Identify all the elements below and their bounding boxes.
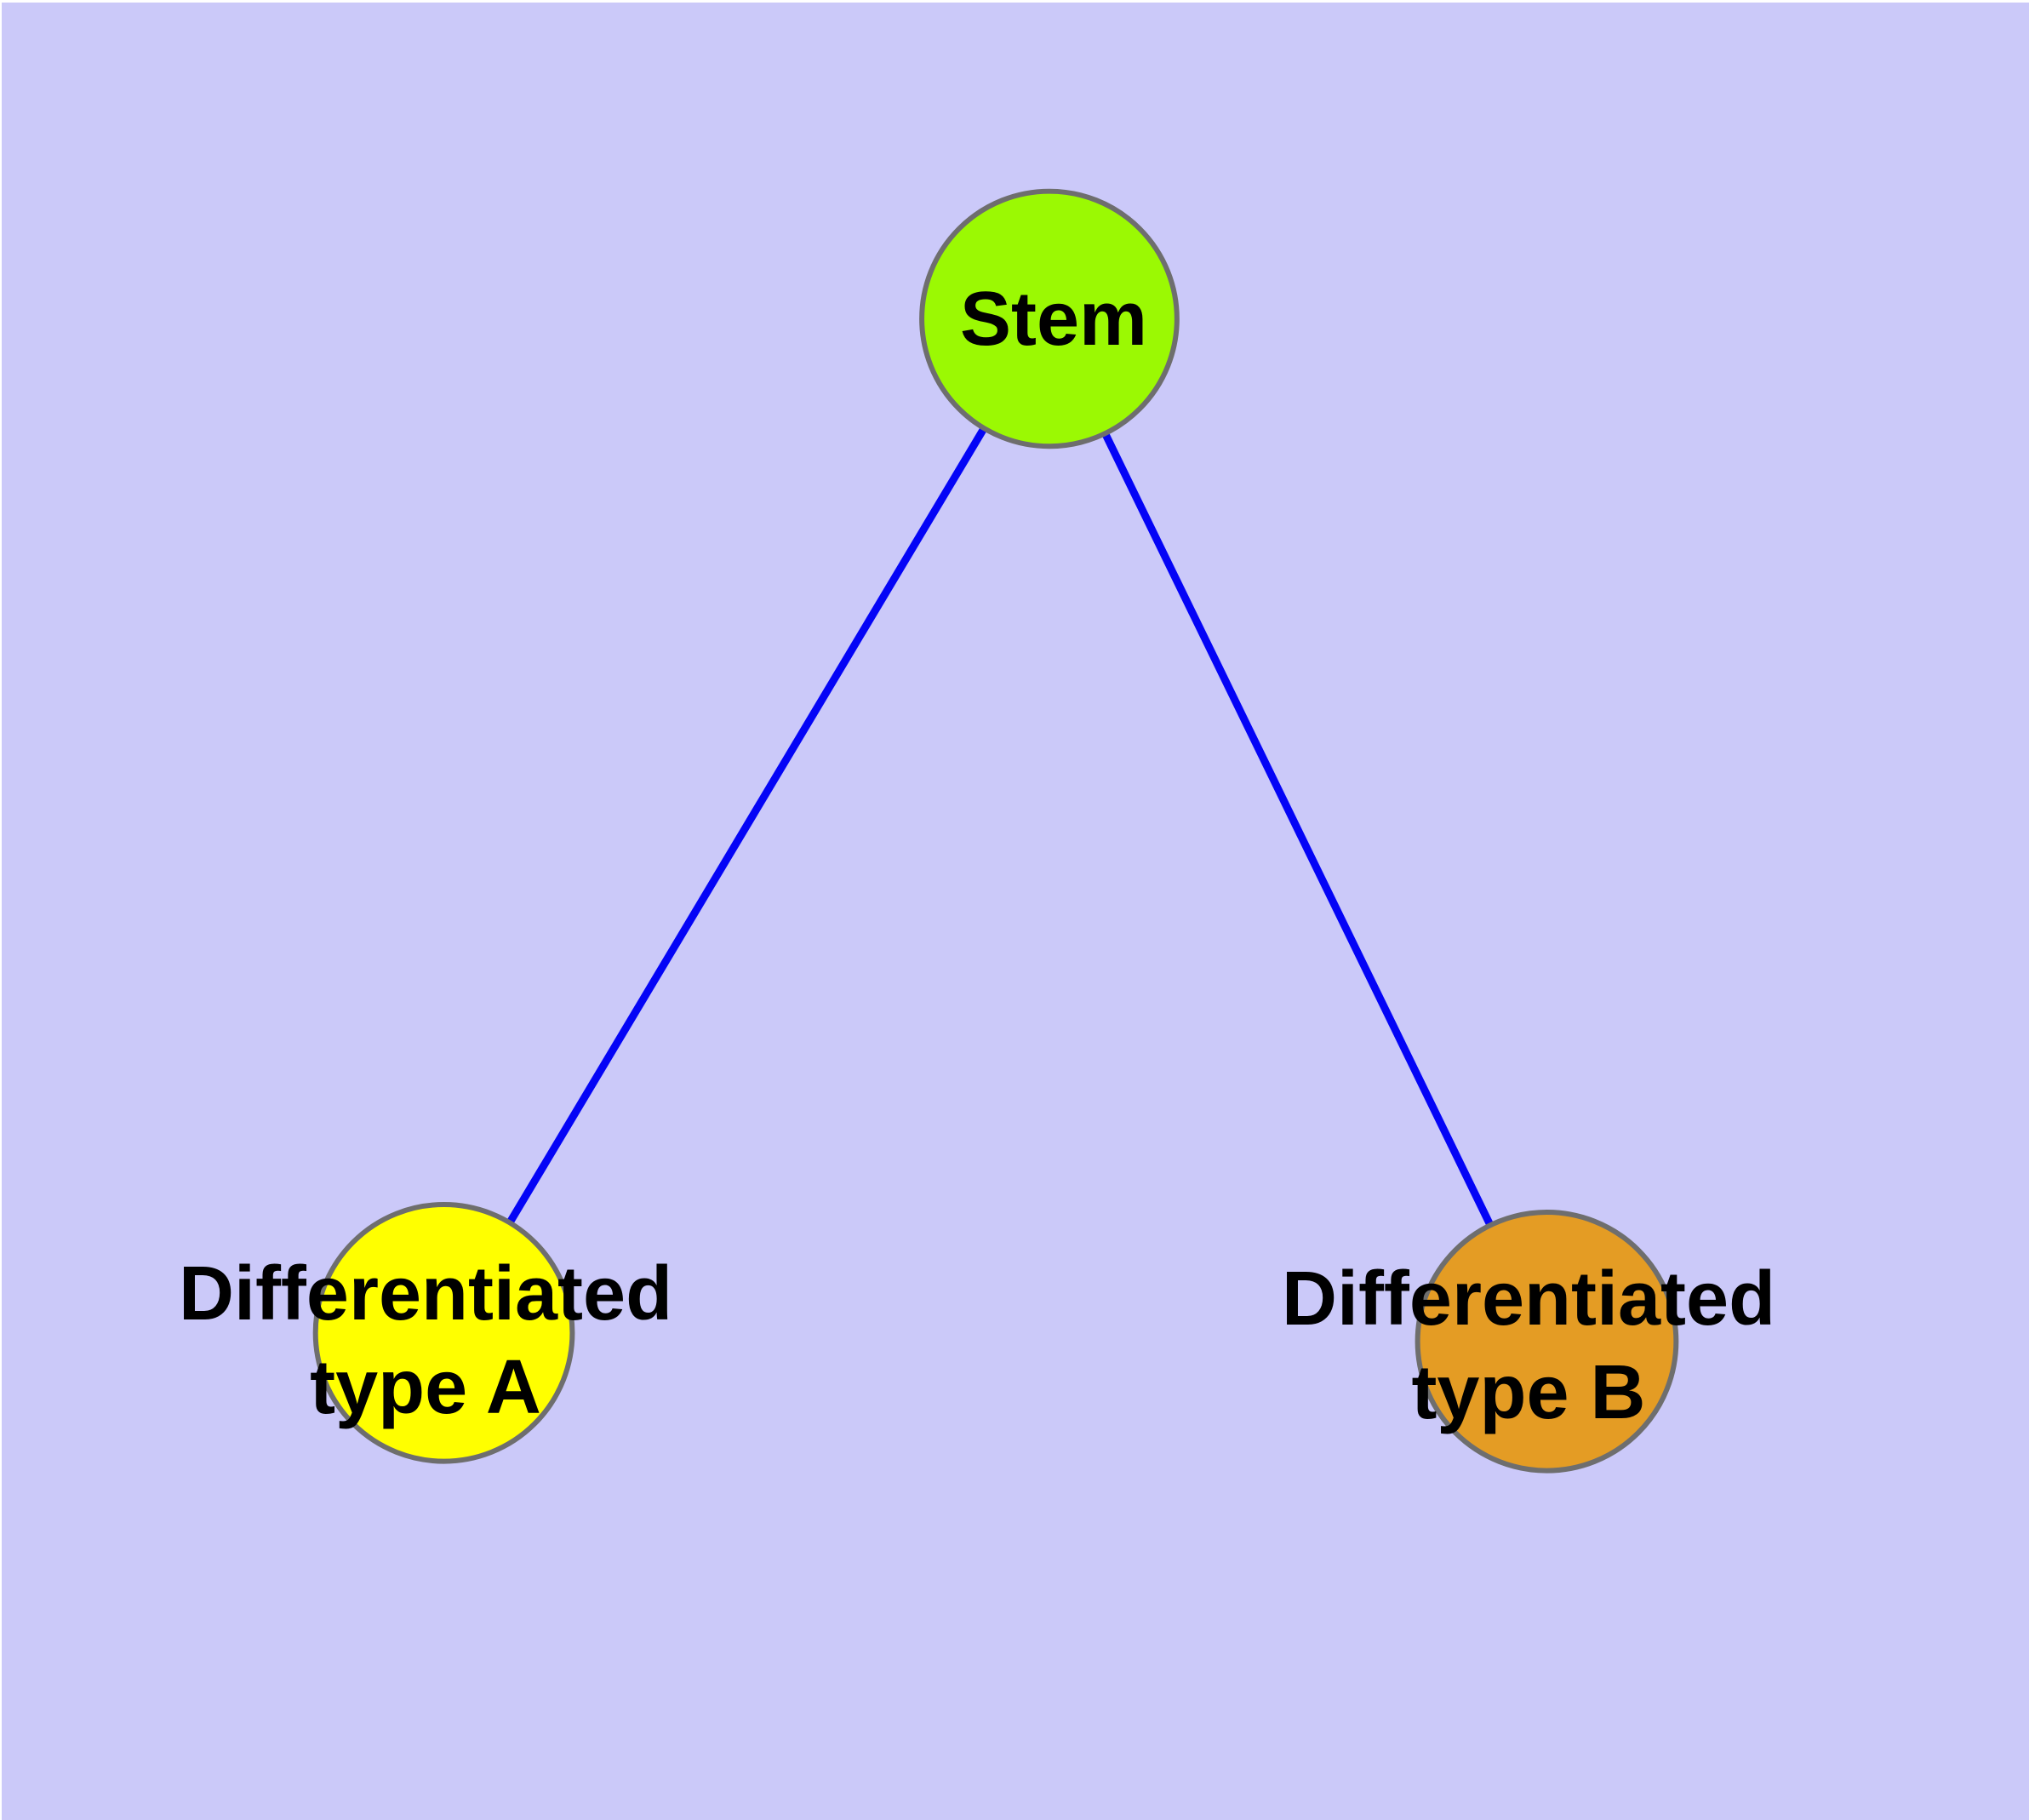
node-circle-stem[interactable] — [919, 188, 1180, 449]
node-circle-differentiated-type-b[interactable] — [1415, 1210, 1679, 1474]
diagram-svg — [312, 188, 1679, 1474]
edge-stem-to-differentiated-type-a[interactable] — [440, 317, 1053, 1336]
node-circle-differentiated-type-a[interactable] — [312, 1202, 575, 1464]
edge-stem-to-differentiated-type-b[interactable] — [1045, 317, 1551, 1343]
